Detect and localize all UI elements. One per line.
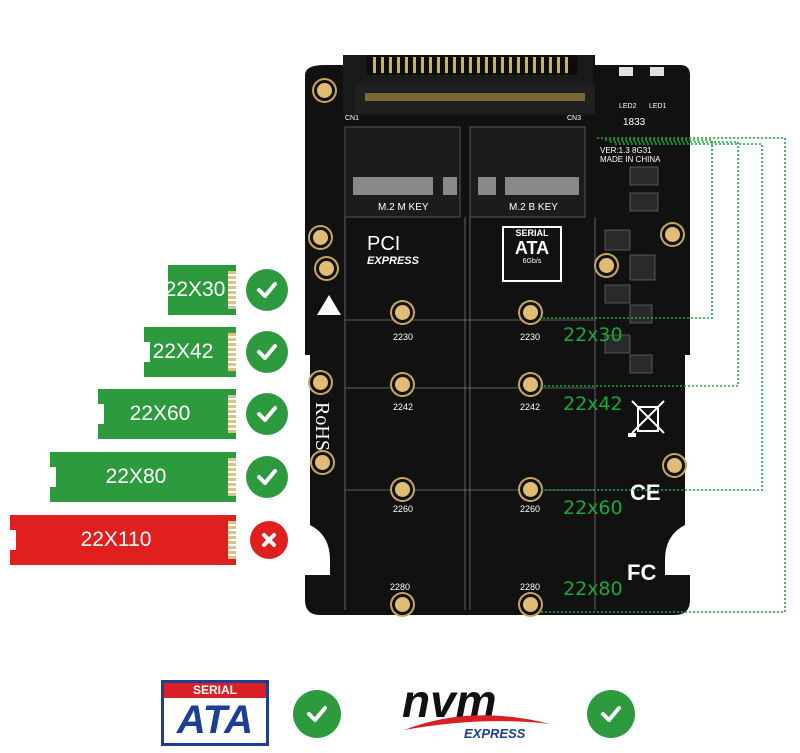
mount-hole: [313, 375, 328, 390]
led2-label: LED2: [619, 103, 637, 110]
check-icon: [246, 269, 288, 311]
size-label: 22X42: [152, 340, 214, 363]
callout-22x80: 22x80: [563, 578, 623, 600]
pos-2260-left: 2260: [393, 504, 414, 514]
pos-2230-right: 2230: [520, 332, 541, 342]
pos-2242-right: 2242: [520, 402, 541, 412]
mount-hole: [523, 597, 538, 612]
size-label: 22X110: [80, 528, 152, 551]
size-bar-22x30: 22X30: [164, 265, 236, 315]
led1-label: LED1: [649, 103, 667, 110]
check-icon: [246, 393, 288, 435]
callout-22x42: 22x42: [563, 393, 623, 415]
sata-logo: SERIAL ATA: [161, 680, 269, 746]
callout-22x60: 22x60: [563, 497, 623, 519]
weee-bin-icon: [628, 400, 665, 437]
check-icon: [587, 690, 635, 738]
size-bar-22x110: 22X110: [10, 515, 236, 565]
mount-hole: [395, 597, 410, 612]
b-key-label: M.2 B KEY: [509, 202, 558, 213]
size-bar-22x42: 22X42: [144, 327, 236, 377]
pci-logo-text: PCI: [367, 233, 401, 255]
cn3-label: CN3: [567, 115, 582, 122]
size-label: 22X60: [129, 402, 191, 425]
rohs-label: RoHS: [310, 402, 333, 451]
sata-logo-board: SERIAL ATA 6Gb/s: [502, 226, 562, 282]
pci-express-text: EXPRESS: [367, 255, 419, 267]
pos-2280-left: 2280: [390, 582, 411, 592]
size-label: 22X80: [105, 465, 167, 488]
mount-hole: [523, 305, 538, 320]
nvm-express-logo: nvm EXPRESS: [402, 675, 552, 748]
mount-hole: [523, 482, 538, 497]
size-label: 22X30: [164, 278, 226, 301]
mount-hole: [395, 482, 410, 497]
sata-logo-main: ATA: [176, 698, 254, 742]
check-icon: [293, 690, 341, 738]
pos-2242-left: 2242: [393, 402, 414, 412]
fcc-mark: FC: [627, 560, 657, 585]
mount-hole: [319, 261, 334, 276]
sata-speed-text: 6Gb/s: [522, 258, 542, 265]
size-bar-22x80: 22X80: [50, 452, 236, 502]
m-key-label: M.2 M KEY: [378, 202, 429, 213]
cn1-label: CN1: [345, 115, 360, 122]
mount-hole: [317, 83, 332, 98]
mount-hole: [313, 230, 328, 245]
mount-hole: [523, 377, 538, 392]
code-label: 1833: [623, 117, 646, 128]
size-bar-22x60: 22X60: [98, 389, 236, 439]
nvm-logo-sub: EXPRESS: [464, 726, 526, 741]
made-in-label: MADE IN CHINA: [600, 155, 661, 164]
mount-hole: [665, 227, 680, 242]
adapter-board: CN1 CN3 LED2 LED1 1833 VER:1.3 8G31 MADE…: [305, 55, 690, 615]
pos-2260-right: 2260: [520, 504, 541, 514]
mount-hole: [599, 258, 614, 273]
nvm-swoosh-icon: [404, 715, 550, 730]
mount-hole: [395, 377, 410, 392]
check-icon: [246, 456, 288, 498]
callout-22x30: 22x30: [563, 324, 623, 346]
sata-top-text: SERIAL: [515, 228, 549, 238]
sata-logo-top: SERIAL: [164, 683, 266, 698]
mount-hole: [667, 458, 682, 473]
sata-mid-text: ATA: [514, 238, 550, 258]
pos-2280-right: 2280: [520, 582, 541, 592]
pos-2230-left: 2230: [393, 332, 414, 342]
ce-mark: CE: [630, 480, 661, 505]
mount-hole: [315, 455, 330, 470]
cross-icon: [250, 521, 288, 559]
board-shape: [305, 55, 690, 615]
mount-hole: [395, 305, 410, 320]
version-label: VER:1.3 8G31: [600, 146, 652, 155]
check-icon: [246, 331, 288, 373]
